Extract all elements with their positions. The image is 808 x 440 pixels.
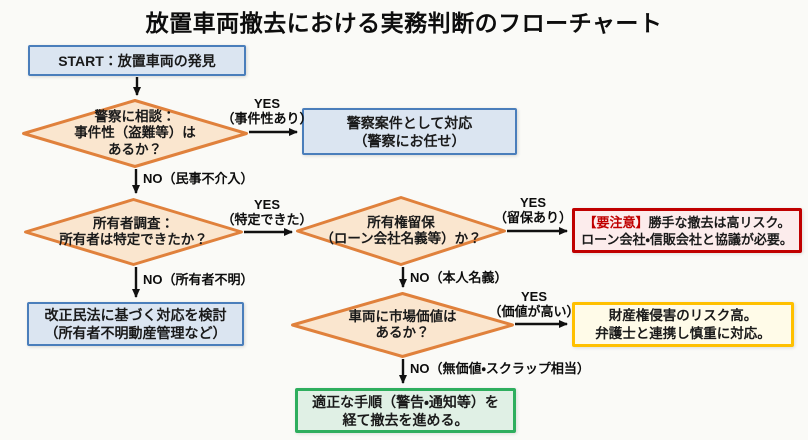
warning-box: 【要注意】勝手な撤去は高リスク。 ローン会社・信販会社と協議が必要。	[572, 208, 802, 253]
warning-prefix: 【要注意】	[583, 214, 649, 230]
start-box: START：放置車両の発見	[28, 45, 246, 76]
value-decision-diamond: 車両に市場価値は あるか？	[291, 292, 514, 358]
label-yes-incident: YES （事件性あり）	[221, 96, 313, 126]
retention-decision-text: 所有権留保 （ローン会社名義等）か？	[320, 214, 482, 247]
label-yes-retention: YES （留保あり）	[493, 195, 572, 225]
owner-decision-diamond: 所有者調査： 所有者は特定できたか？	[24, 198, 243, 266]
proceed-box: 適正な手順（警告・通知等）を 経て撤去を進める。	[295, 388, 516, 433]
warning-line2: ローン会社・信販会社と協議が必要。	[581, 231, 793, 247]
label-yes-value: YES （価値が高い）	[488, 289, 580, 319]
diamond-shape	[291, 292, 514, 358]
start-box-text: START：放置車両の発見	[58, 52, 216, 69]
value-decision-text: 車両に市場価値は あるか？	[348, 308, 457, 341]
retention-decision-diamond: 所有権留保 （ローン会社名義等）か？	[296, 196, 506, 266]
police-box: 警察案件として対応 （警察にお任せ）	[302, 108, 517, 155]
police-box-text: 警察案件として対応 （警察にお任せ）	[346, 114, 473, 149]
attorney-box: 財産権侵害のリスク高。 弁護士と連携し慎重に対応。	[572, 302, 794, 347]
diamond-shape	[22, 99, 248, 168]
incident-decision-diamond: 警察に相談： 事件性（盗難等）は あるか？	[22, 99, 248, 168]
label-no-value: NO（無価値・スクラップ相当）	[410, 361, 590, 376]
diamond-shape	[296, 196, 506, 266]
label-no-retention: NO（本人名義）	[410, 270, 508, 285]
flowchart-title: 放置車両撤去における実務判断のフローチャート	[145, 10, 663, 36]
civil-law-box-text: 改正民法に基づく対応を検討 （所有者不明動産管理など）	[44, 307, 227, 341]
owner-decision-text: 所有者調査： 所有者は特定できたか？	[59, 215, 208, 248]
label-no-owner: NO（所有者不明）	[143, 272, 254, 287]
label-no-incident: NO（民事不介入）	[143, 171, 254, 186]
incident-decision-text: 警察に相談： 事件性（盗難等）は あるか？	[74, 108, 196, 157]
proceed-box-text: 適正な手順（警告・通知等）を 経て撤去を進める。	[312, 393, 499, 428]
label-yes-owner: YES （特定できた）	[221, 197, 313, 227]
warning-line1: 勝手な撤去は高リスク。	[648, 214, 791, 230]
warning-box-text: 【要注意】勝手な撤去は高リスク。 ローン会社・信販会社と協議が必要。	[581, 214, 793, 248]
civil-law-box: 改正民法に基づく対応を検討 （所有者不明動産管理など）	[27, 302, 244, 346]
attorney-box-text: 財産権侵害のリスク高。 弁護士と連携し慎重に対応。	[595, 308, 771, 341]
diamond-shape	[24, 198, 243, 266]
